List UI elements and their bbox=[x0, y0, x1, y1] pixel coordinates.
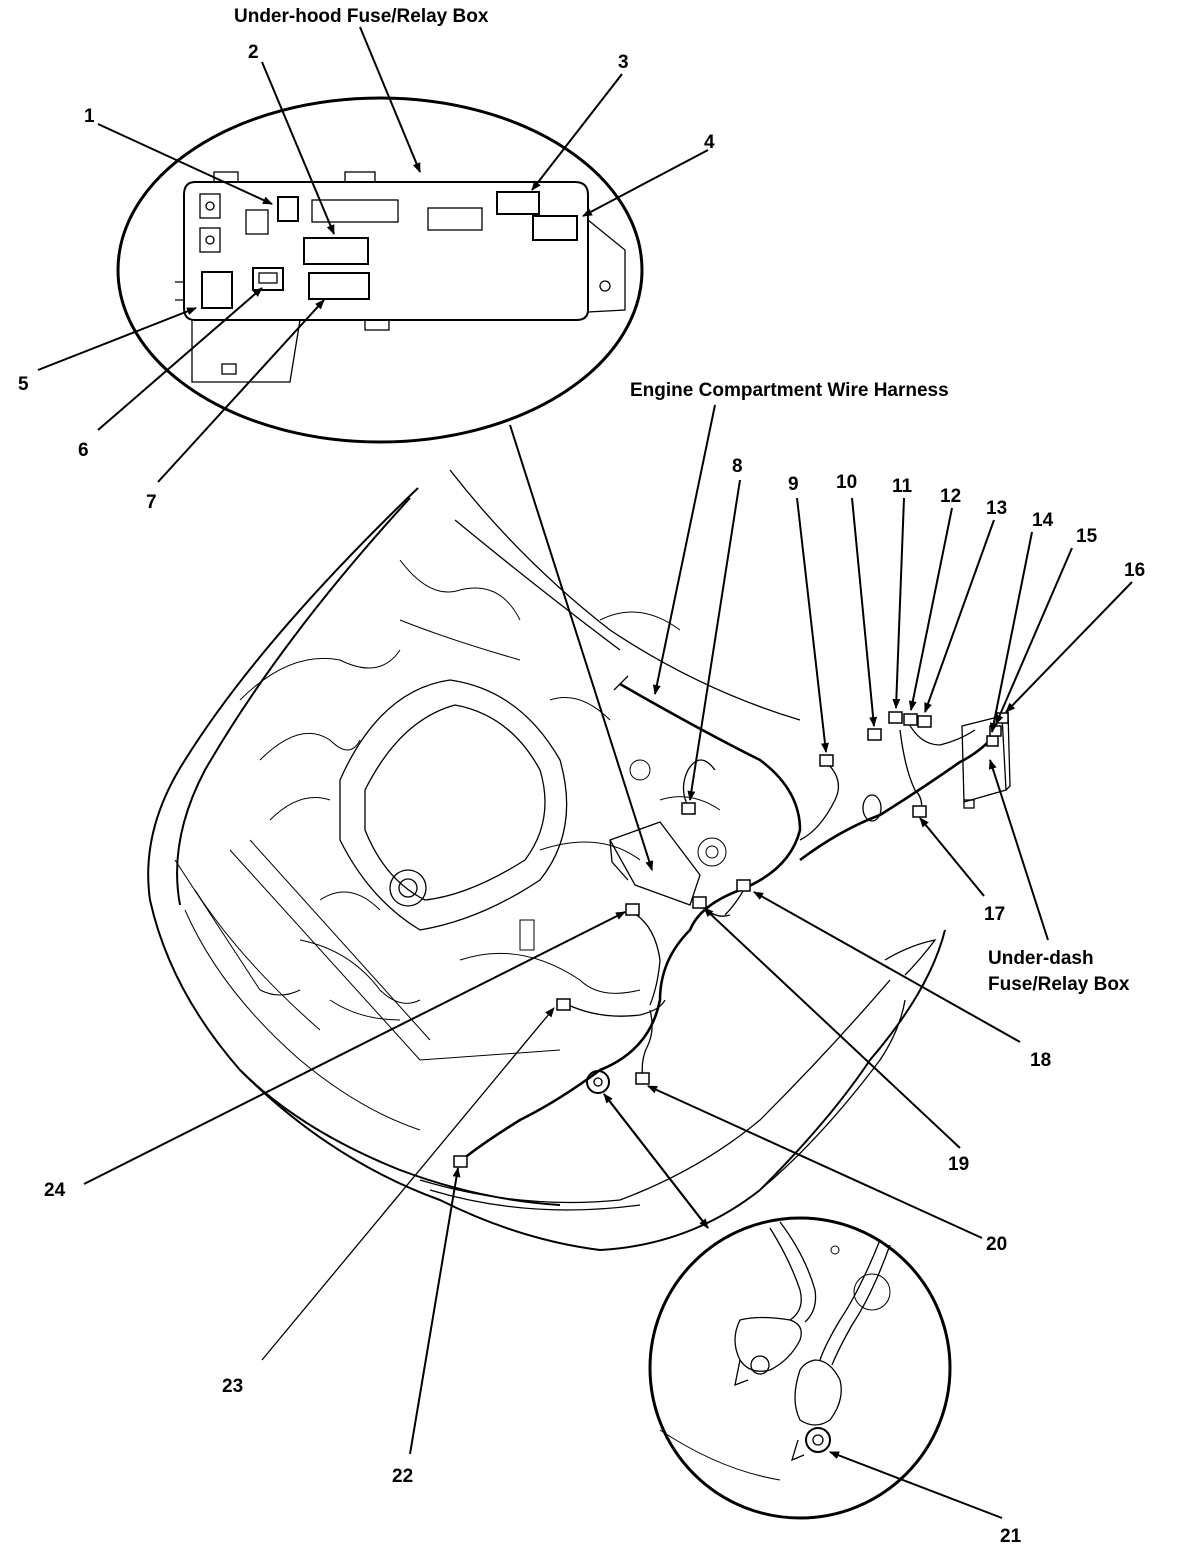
callout-2: 2 bbox=[248, 42, 259, 63]
connector-12 bbox=[903, 713, 918, 726]
underdash-title-line1: Under-dash bbox=[988, 948, 1094, 969]
connector-23 bbox=[556, 998, 571, 1011]
callout-6: 6 bbox=[78, 440, 89, 461]
text-labels: Under-hood Fuse/Relay Box Engine Compart… bbox=[18, 6, 1145, 1547]
connector-22 bbox=[453, 1155, 468, 1168]
callout-20: 20 bbox=[986, 1234, 1007, 1255]
underhood-box-title: Under-hood Fuse/Relay Box bbox=[234, 6, 489, 27]
connector-11 bbox=[888, 711, 903, 724]
callout-21: 21 bbox=[1000, 1526, 1022, 1547]
connector-19 bbox=[692, 896, 707, 909]
ground-terminal-inset bbox=[648, 1216, 952, 1520]
vehicle-engine-bay bbox=[147, 469, 1011, 1252]
connector-20 bbox=[635, 1072, 650, 1085]
connectors bbox=[453, 711, 1009, 1168]
connector-14 bbox=[986, 735, 999, 747]
callout-16: 16 bbox=[1124, 560, 1145, 581]
callout-24: 24 bbox=[44, 1180, 66, 1201]
callout-9: 9 bbox=[788, 474, 799, 495]
connector-17 bbox=[912, 805, 927, 818]
connector-18 bbox=[736, 879, 751, 892]
callout-3: 3 bbox=[618, 52, 629, 73]
connector-9 bbox=[819, 754, 834, 767]
connector-10 bbox=[867, 728, 882, 741]
callout-1: 1 bbox=[84, 106, 95, 127]
connector-8 bbox=[681, 802, 696, 815]
callout-8: 8 bbox=[732, 456, 743, 477]
leader-lines bbox=[37, 26, 1133, 1519]
callout-14: 14 bbox=[1032, 510, 1054, 531]
callout-4: 4 bbox=[704, 132, 715, 153]
callout-5: 5 bbox=[18, 374, 29, 395]
callout-12: 12 bbox=[940, 486, 961, 507]
connector-13 bbox=[917, 715, 932, 728]
callout-18: 18 bbox=[1030, 1050, 1051, 1071]
callout-19: 19 bbox=[948, 1154, 969, 1175]
connector-24 bbox=[625, 903, 640, 916]
callout-23: 23 bbox=[222, 1376, 243, 1397]
engine-harness-title: Engine Compartment Wire Harness bbox=[630, 380, 949, 401]
callout-10: 10 bbox=[836, 472, 857, 493]
callout-11: 11 bbox=[892, 476, 913, 497]
underdash-title-line2: Fuse/Relay Box bbox=[988, 974, 1130, 995]
callout-15: 15 bbox=[1076, 526, 1098, 547]
callout-22: 22 bbox=[392, 1466, 413, 1487]
engine-wire-harness bbox=[461, 675, 996, 1161]
callout-17: 17 bbox=[984, 904, 1005, 925]
underhood-box-inset bbox=[116, 96, 644, 444]
callout-13: 13 bbox=[986, 498, 1007, 519]
callout-7: 7 bbox=[146, 492, 157, 513]
